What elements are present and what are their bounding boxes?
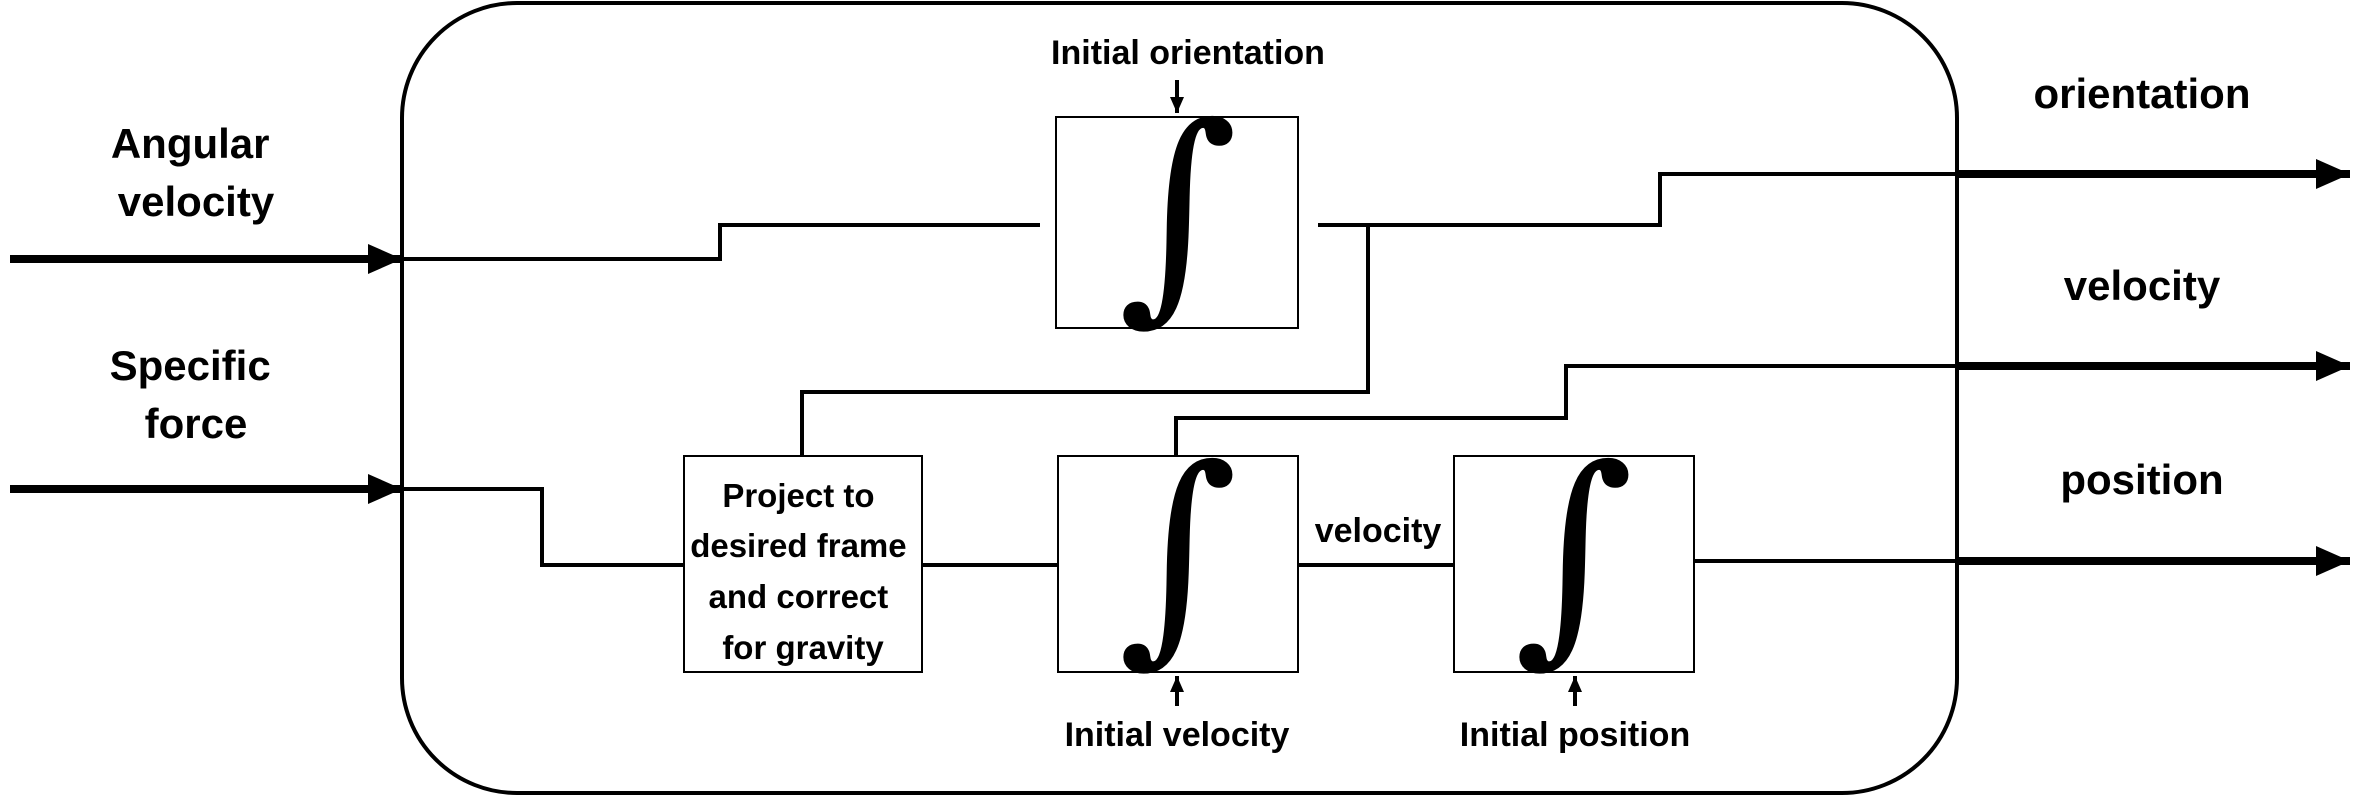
orientation-to-projection-wire [800, 225, 1370, 456]
specific-force-wire [402, 487, 684, 567]
integral-sign-icon: ∫ [1118, 78, 1238, 345]
output-label-orientation: orientation [2034, 70, 2251, 117]
input-label-specific-force: Specific force [110, 342, 283, 447]
position-integrator-block: ∫ [1453, 420, 1695, 687]
input-label-angular-velocity: Angular velocity [111, 120, 281, 225]
velocity-output-wire [1174, 364, 1957, 456]
orientation-integrator-block: ∫ [1055, 78, 1299, 345]
svg-text:Project to desired frame: Project to desired frame and correct for… [690, 477, 916, 666]
angular-velocity-wire [402, 223, 1040, 261]
initial-orientation-label: Initial orientation [1051, 34, 1325, 72]
orientation-output-wire [1318, 172, 1957, 227]
initial-position-label: Initial position [1460, 716, 1690, 754]
system-boundary [400, 1, 1959, 795]
velocity-integrator-block: ∫ [1057, 420, 1299, 687]
output-label-velocity: velocity [2064, 262, 2221, 309]
integral-sign-icon: ∫ [1118, 420, 1238, 687]
integral-sign-icon: ∫ [1514, 420, 1634, 687]
initial-velocity-label: Initial velocity [1065, 716, 1290, 754]
velocity-signal-label: velocity [1315, 512, 1442, 550]
project-gravity-correction-block: Project to desired frame and correct for… [683, 455, 923, 673]
output-label-position: position [2060, 456, 2223, 503]
